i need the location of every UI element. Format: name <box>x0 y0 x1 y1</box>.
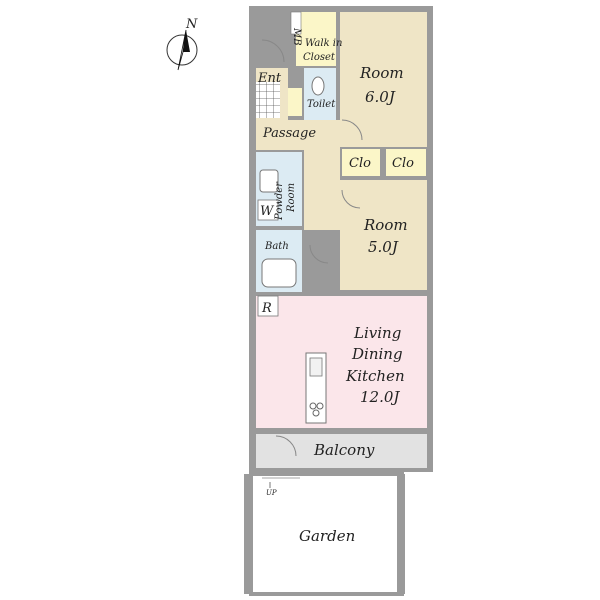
wash-basin-icon <box>259 169 279 193</box>
shoe-storage <box>288 88 302 116</box>
garden-wall-right <box>397 474 405 594</box>
entrance-tiles <box>256 82 280 118</box>
room1-door-swing <box>341 119 363 141</box>
garden-wall-left <box>244 474 252 594</box>
passage-lower <box>304 150 340 230</box>
entrance-label: Ent <box>257 71 282 86</box>
room2-name: Room <box>363 216 408 234</box>
ldk-line3: Kitchen <box>345 367 405 385</box>
kitchen-sink-icon <box>309 357 323 377</box>
closet-right <box>386 149 426 176</box>
bathtub-icon <box>261 258 297 288</box>
stove-icon <box>309 402 324 417</box>
bath-label: Bath <box>264 241 289 252</box>
fridge-space <box>257 295 279 317</box>
ldk-size: 12.0J <box>360 388 400 406</box>
closet-left-label: Clo <box>349 156 371 171</box>
mb-label: MB <box>291 27 302 46</box>
walk-in-closet-line1: Walk in <box>305 38 342 49</box>
closet-left <box>342 149 380 176</box>
washer-label: W <box>260 204 275 219</box>
ldk-line2: Dining <box>351 345 403 363</box>
room-5j <box>340 180 427 290</box>
refrigerator-label: R <box>261 301 272 316</box>
balcony <box>256 434 427 468</box>
room1-name: Room <box>359 64 404 82</box>
ldk-door-swing <box>309 244 329 264</box>
north-arrow-icon: N <box>166 17 198 71</box>
passage <box>256 120 340 150</box>
room2-door-swing <box>341 189 361 209</box>
balcony-door-swing <box>275 435 297 457</box>
powder-room-line1: Powder <box>274 181 285 221</box>
toilet-label: Toilet <box>307 99 336 110</box>
toilet-bowl-icon <box>311 76 325 96</box>
ldk-line1: Living <box>353 324 401 342</box>
room2-size: 5.0J <box>368 238 399 256</box>
garden-label: Garden <box>299 527 355 545</box>
closet-right-label: Clo <box>392 156 414 171</box>
washer-space <box>257 199 279 221</box>
compass-label: N <box>185 17 198 32</box>
balcony-label: Balcony <box>313 441 375 459</box>
mb-box <box>290 11 302 35</box>
entrance-door-swing <box>261 39 285 63</box>
walk-in-closet <box>296 12 336 66</box>
passage-label: Passage <box>262 126 316 141</box>
walk-in-closet-line2: Closet <box>303 52 336 63</box>
living-dining-kitchen <box>256 296 427 428</box>
room1-size: 6.0J <box>365 88 396 106</box>
up-label: UP <box>266 489 277 497</box>
powder-room-line2: Room <box>286 183 297 213</box>
